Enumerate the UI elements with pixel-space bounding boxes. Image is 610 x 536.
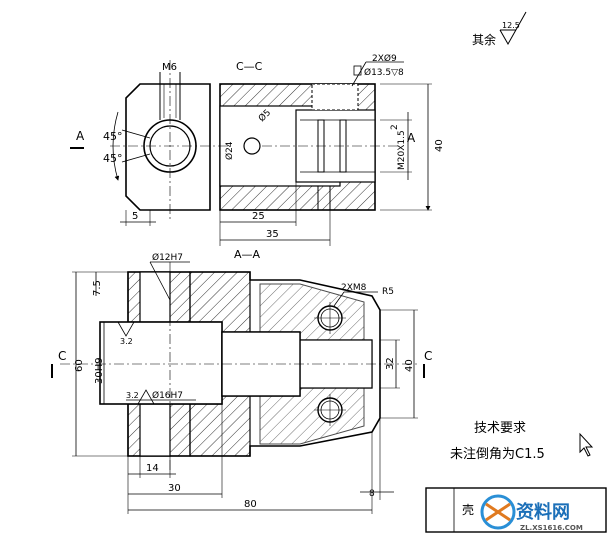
tech-req-title: 技术要求 [474,421,526,436]
title-block: 壳 [425,487,607,533]
roughness-note: 其余 12.5 [472,11,527,47]
bottom-sec-label-left: C [58,349,66,363]
dim-14: 14 [146,463,159,474]
title-block-text: 壳 [462,503,474,517]
dim-40-top: 40 [434,139,445,152]
bottom-view: A—A Ø12H7 Ø16H7 [51,248,432,514]
top-sec-label-right: A [407,131,416,145]
rough-32b: 3.2 [126,391,139,400]
tech-requirements: 技术要求 未注倒角为C1.5 [450,421,545,462]
dim-30h9: 30H9 [94,357,105,384]
watermark-url: ZL.XS1616.COM [520,524,583,532]
dim-hole-spec: 2XØ9 [372,53,397,64]
watermark-logo-icon [480,494,516,530]
bottom-bore [99,321,223,405]
roughness-value: 12.5 [502,21,520,30]
dim-8: 8 [369,489,375,499]
dim-75: 7.5 [92,280,103,296]
top-view-title: C—C [236,60,263,73]
dim-m20: M20X1.5 [397,130,407,170]
watermark: 资料网 ZL.XS1616.COM [480,494,583,532]
dim-d24: Ø24 [224,141,235,160]
dim-angle-bottom: 45° [103,152,123,165]
dim-5: 5 [132,211,138,222]
roughness-label: 其余 [472,32,496,47]
top-view: C—C M6 45° 45° A [70,53,445,246]
dim-35: 35 [266,229,279,240]
tech-req-line1: 未注倒角为C1.5 [450,447,545,462]
dim-2: 2 [390,124,400,130]
dim-30: 30 [168,483,181,494]
dim-angle-top: 45° [103,130,123,143]
dim-d12: Ø12H7 [152,252,183,263]
dim-d16: Ø16H7 [152,390,183,401]
dim-cbore: Ø13.5▽8 [364,67,404,78]
dim-25: 25 [252,211,265,222]
bottom-view-title: A—A [234,248,261,261]
bottom-sec-label-right: C [424,349,432,363]
dim-m8: 2XM8 [341,283,367,293]
roughness-symbol [499,11,527,46]
top-sec-label-left: A [76,129,85,143]
watermark-logo-text: 资料网 [516,501,570,523]
dim-60: 60 [74,359,85,372]
dim-r5: R5 [382,287,394,297]
dim-40-bottom: 40 [404,359,415,372]
rough-32a: 3.2 [120,337,133,346]
dim-m6: M6 [162,62,177,73]
dim-80: 80 [244,499,257,510]
dim-32: 32 [385,357,396,370]
top-left-body [125,83,211,211]
mouse-cursor-icon [579,432,594,457]
